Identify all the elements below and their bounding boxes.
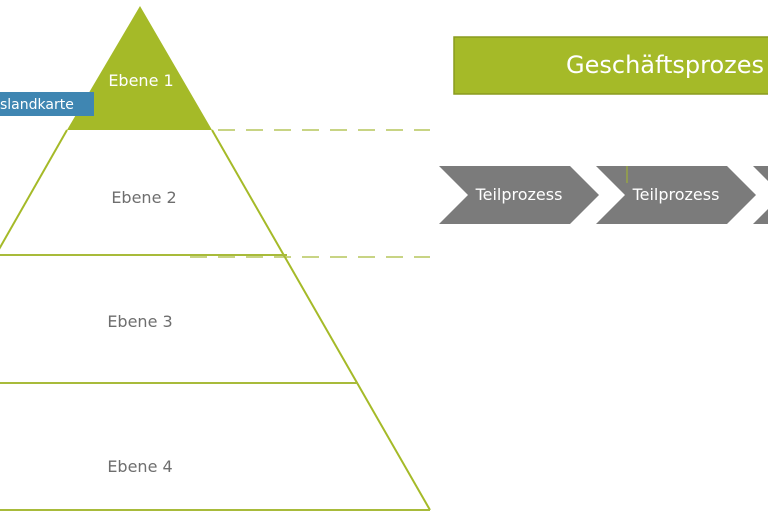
level-2-label: Ebene 2 [111,188,176,207]
level-3-label: Ebene 3 [107,312,172,331]
pyramid-left-edge [0,129,68,250]
subprocess-chevron-3 [753,166,768,224]
subprocess-2-label: Teilprozess [632,185,720,204]
process-header-bar [453,36,768,95]
level-4-label: Ebene 4 [107,457,172,476]
pyramid-right-edge [211,129,431,511]
subprocess-1-label: Teilprozess [475,185,563,204]
subprocess-chevron-1 [439,166,599,224]
level-1-label: Ebene 1 [108,71,173,90]
map-tag-box [0,92,94,116]
subprocess-chevron-2 [596,166,756,224]
process-header-label: Geschäftsprozes [566,51,764,79]
level-1-shape [67,6,212,130]
map-tag-label: slandkarte [0,97,74,113]
